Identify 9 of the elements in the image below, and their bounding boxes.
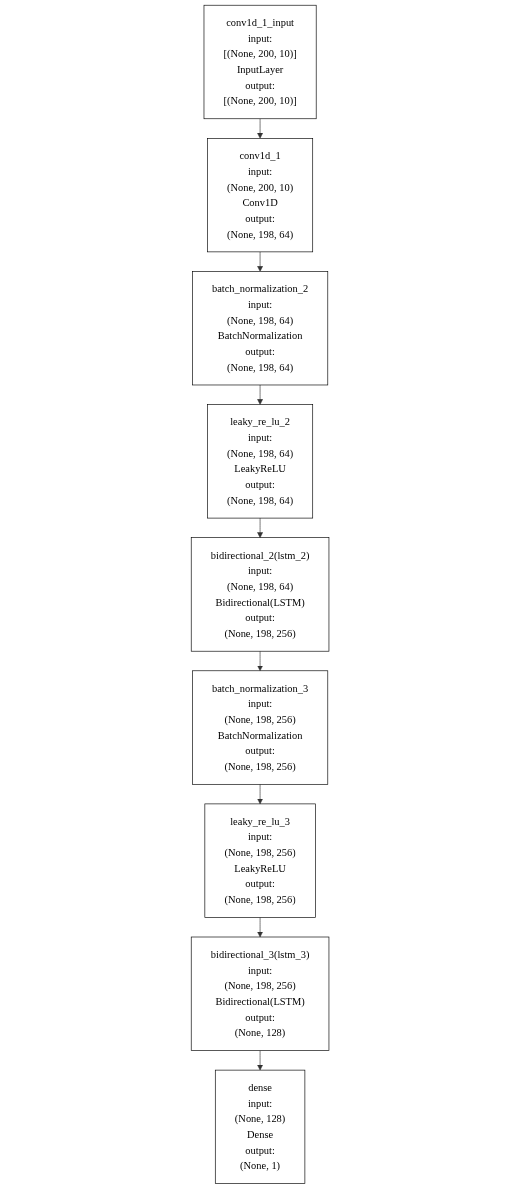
node-box: batch_normalization_2 input: (None, 198, 64) BatchNormalization output: (None, 198, 64) xyxy=(192,271,329,386)
node-box: bidirectional_3(lstm_3) input: (None, 198, 256) Bidirectional(LSTM) output: (None, 128) xyxy=(191,936,330,1051)
node-box: batch_normalization_3 input: (None, 198, 256) BatchNormalization output: (None, 198, 256) xyxy=(192,670,329,785)
node-box: bidirectional_2(lstm_2) input: (None, 198, 64) Bidirectional(LSTM) output: (None, 198, 256) xyxy=(191,537,330,652)
node-box: conv1d_1_input input: [(None, 200, 10)] InputLayer output: [(None, 200, 10)] xyxy=(204,4,317,120)
node-box: leaky_re_lu_3 input: (None, 198, 256) LeakyReLU output: (None, 198, 256) xyxy=(204,803,317,918)
node-box: dense input: (None, 128) Dense output: (None, 1) xyxy=(215,1069,306,1184)
node-box: conv1d_1 input: (None, 200, 10) Conv1D output: (None, 198, 64) xyxy=(207,138,314,253)
node-box: leaky_re_lu_2 input: (None, 198, 64) LeakyReLU output: (None, 198, 64) xyxy=(207,404,314,519)
